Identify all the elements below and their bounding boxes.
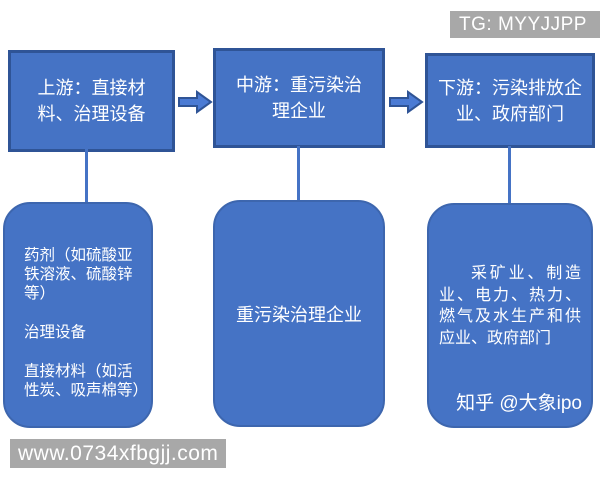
downstream-stage-box: 下游：污染排放企业、政府部门: [425, 53, 595, 148]
midstream-connector-line: [297, 146, 300, 203]
arrow-right-icon: [178, 90, 213, 114]
tg-watermark-badge: TG: MYYJJPP: [450, 11, 600, 38]
arrow-right-icon: [389, 90, 424, 114]
downstream-detail-item: 采矿业、制造业、电力、热力、燃气及水生产和供应业、政府部门: [439, 265, 581, 347]
midstream-stage-box: 中游：重污染治理企业: [213, 48, 385, 148]
upstream-stage-box: 上游：直接材料、治理设备: [8, 50, 175, 152]
upstream-detail-item: 直接材料（如活性炭、吸声棉等）: [24, 363, 149, 399]
upstream-detail-box: 药剂（如硫酸亚铁溶液、硫酸锌等） 治理设备 直接材料（如活性炭、吸声棉等）: [3, 202, 153, 428]
downstream-connector-line: [508, 146, 511, 206]
upstream-detail-item: 药剂（如硫酸亚铁溶液、硫酸锌等）: [24, 247, 133, 302]
site-watermark-badge: www.0734xfbgjj.com: [10, 439, 226, 468]
downstream-detail-box: 采矿业、制造业、电力、热力、燃气及水生产和供应业、政府部门 知乎 @大象ipo: [427, 203, 593, 428]
upstream-detail-item: 治理设备: [24, 324, 87, 341]
downstream-detail-text: 采矿业、制造业、电力、热力、燃气及水生产和供应业、政府部门: [429, 205, 591, 349]
midstream-detail-box: 重污染治理企业: [213, 200, 385, 427]
upstream-detail-text: 药剂（如硫酸亚铁溶液、硫酸锌等） 治理设备 直接材料（如活性炭、吸声棉等）: [5, 204, 151, 400]
upstream-connector-line: [85, 149, 88, 205]
zhihu-credit-watermark: 知乎 @大象ipo: [456, 393, 582, 414]
